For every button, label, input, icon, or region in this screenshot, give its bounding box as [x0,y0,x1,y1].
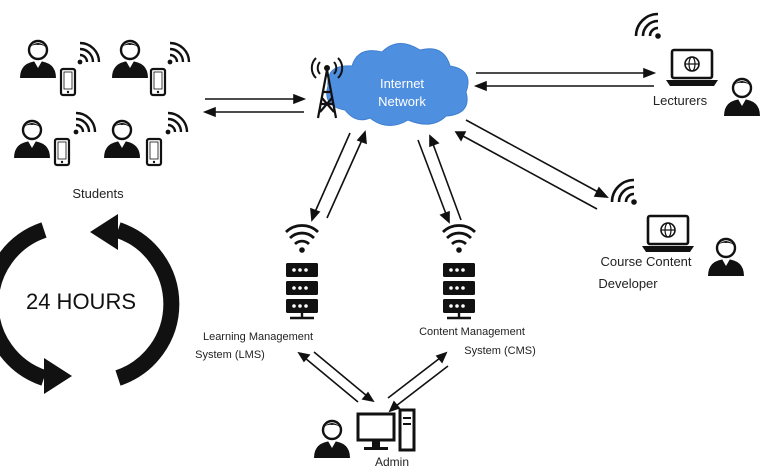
person-icon [102,119,142,160]
internet-network-cloud: Internet Network [326,43,469,126]
wifi-icon [164,111,189,136]
admin-group: Admin [312,408,416,469]
students-to-network-arrow [205,93,307,105]
lecturers-to-network-arrow [473,80,654,92]
admin-label: Admin [375,455,409,469]
smartphone-icon [149,67,167,97]
network-to-lms-arrow [310,132,351,222]
lms-to-network-arrow [326,130,367,219]
laptop-icon [640,214,696,254]
network-to-students-arrow [202,106,304,118]
course-content-developer-label-line2: Developer [598,276,658,291]
network-to-developer-arrow [465,119,609,198]
network-to-cms-arrow [417,139,450,224]
course-content-developer-label-line1: Course Content [600,254,691,269]
wifi-icon [166,41,191,66]
cms-label-line2: System (CMS) [464,345,536,357]
admin-to-cms-arrow [387,351,448,399]
cloud-label-line2: Network [378,94,426,109]
students-label: Students [72,186,124,201]
lecturers-group: Lecturers [634,12,762,118]
lms-label-line2: System (LMS) [195,349,265,361]
cms-to-network-arrow [429,134,462,221]
wifi-icon [441,224,477,255]
cycle-arrows-icon [0,214,180,394]
person-icon [312,419,352,460]
person-icon [722,77,762,118]
cloud-label-line1: Internet [380,76,424,91]
cell-tower-icon [310,57,344,119]
cms-to-admin-arrow [388,365,449,413]
person-icon [706,237,746,278]
network-to-lecturers-arrow [476,67,657,79]
desktop-computer-icon [356,408,416,452]
students-group: Students [12,39,191,201]
connection-arrows [202,67,657,413]
laptop-icon [664,48,720,88]
lecturers-label: Lecturers [653,93,708,108]
wifi-icon [634,12,663,41]
lms-group: Learning Management System (LMS) [195,224,320,361]
smartphone-icon [59,67,77,97]
wifi-icon [76,41,101,66]
course-content-developer-group: Course Content Developer [598,178,746,291]
developer-to-network-arrow [454,131,598,210]
smartphone-icon [53,137,71,167]
person-icon [110,39,150,80]
wifi-icon [284,224,320,255]
server-rack-icon [284,261,320,320]
lms-label-line1: Learning Management [203,331,313,343]
person-icon [18,39,58,80]
24-hours-label: 24 HOURS [26,289,136,314]
person-icon [12,119,52,160]
cms-group: Content Management System (CMS) [419,224,536,357]
lms-to-admin-arrow [313,351,375,403]
admin-to-lms-arrow [297,351,359,403]
cms-label-line1: Content Management [419,326,525,338]
wifi-icon [72,111,97,136]
server-rack-icon [441,261,477,320]
wifi-icon [610,178,639,207]
smartphone-icon [145,137,163,167]
